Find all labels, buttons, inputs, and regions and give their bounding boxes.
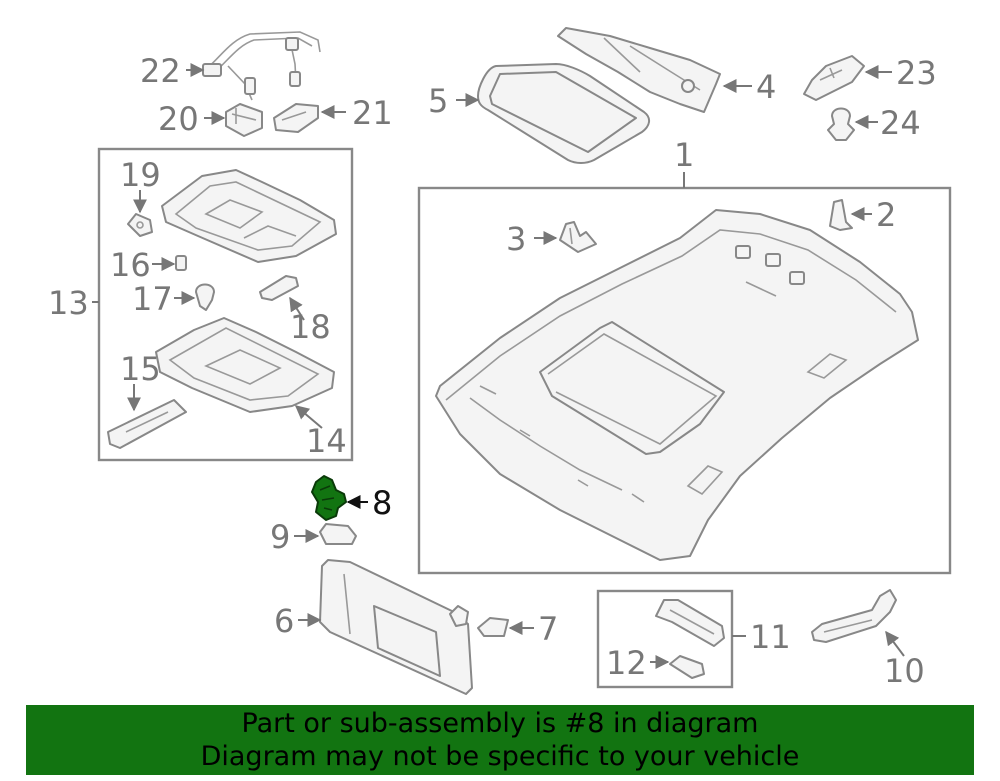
info-banner: Part or sub-assembly is #8 in diagram Di… [26, 705, 974, 775]
callout-12: 12 [606, 644, 647, 682]
part-24-push-pin [827, 107, 855, 141]
callout-20: 20 [158, 100, 199, 138]
part-2-clip [829, 199, 853, 231]
part-16-clip [175, 255, 187, 271]
callout-13: 13 [48, 284, 89, 322]
callout-15: 15 [120, 350, 161, 388]
part-12-lens [669, 655, 705, 679]
callout-24: 24 [880, 104, 921, 142]
callout-2: 2 [876, 196, 896, 234]
leader-10 [885, 630, 905, 657]
banner-line-1: Part or sub-assembly is #8 in diagram [241, 708, 759, 739]
callout-17: 17 [132, 280, 173, 318]
part-18-lamp [259, 275, 299, 301]
part-14-lower-console [155, 317, 335, 413]
part-4-panel [557, 27, 721, 113]
part-23-clip [803, 55, 865, 101]
callout-23: 23 [896, 54, 937, 92]
part-5-sunroof-seal [477, 63, 650, 164]
callout-6: 6 [274, 602, 294, 640]
callout-9: 9 [270, 518, 290, 556]
callout-11: 11 [750, 618, 791, 656]
leader-14 [294, 405, 323, 429]
part-20-clip [225, 103, 263, 137]
group-box-11 [596, 589, 734, 689]
part-9-cover [319, 523, 357, 545]
callout-5: 5 [428, 82, 448, 120]
part-1-headliner [435, 209, 919, 561]
part-8-highlighted [311, 475, 347, 521]
part-22-wire-harness [202, 31, 321, 101]
callout-4: 4 [756, 68, 776, 106]
callout-14: 14 [306, 422, 347, 460]
callout-22: 22 [140, 52, 181, 90]
part-15-lens [107, 399, 187, 449]
group-box-13 [97, 147, 354, 462]
callout-16: 16 [110, 246, 151, 284]
part-6-sun-visor [319, 559, 473, 695]
callout-10: 10 [884, 652, 925, 690]
callout-18: 18 [290, 308, 331, 346]
part-7-clip [477, 617, 509, 637]
part-3-bracket [559, 221, 597, 253]
callout-1: 1 [674, 136, 694, 174]
part-17-push-pin [195, 283, 215, 311]
part-21-clip [273, 103, 319, 133]
banner-line-2: Diagram may not be specific to your vehi… [200, 741, 800, 772]
part-13-upper-console [161, 169, 337, 263]
callout-3: 3 [506, 220, 526, 258]
callout-7: 7 [538, 610, 558, 648]
callout-8: 8 [372, 484, 392, 522]
part-11-lamp-housing [655, 599, 725, 647]
part-19-clip [127, 213, 153, 237]
callout-19: 19 [120, 156, 161, 194]
callout-21: 21 [352, 94, 393, 132]
leader-18 [289, 296, 305, 321]
part-10-grab-handle [811, 589, 897, 643]
